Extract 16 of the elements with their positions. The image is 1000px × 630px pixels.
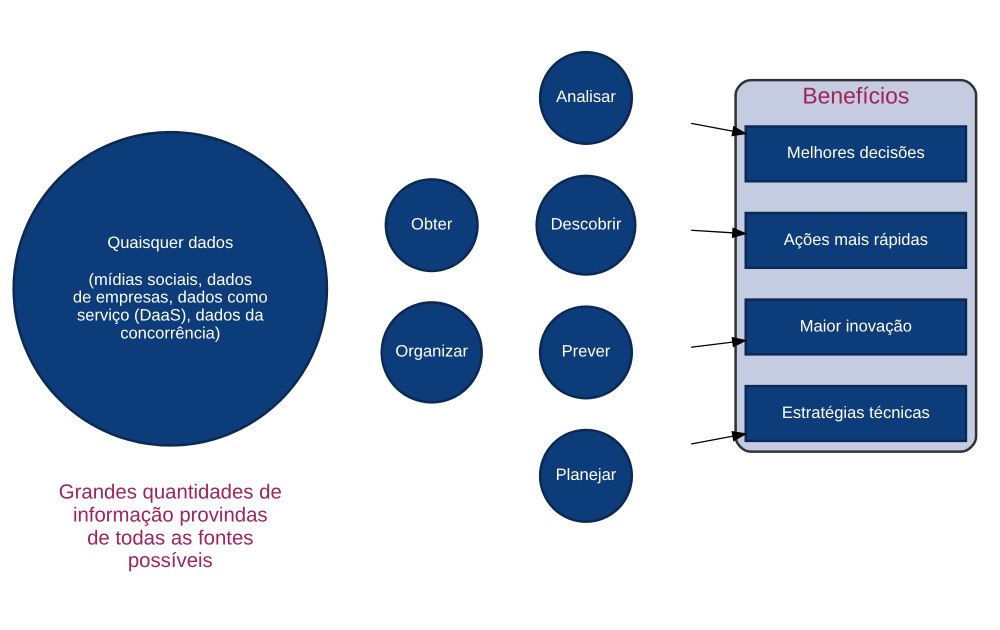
node-box: Maior inovação xyxy=(744,298,968,356)
arrow xyxy=(691,122,748,136)
node-circle: Planejar xyxy=(538,428,634,522)
node-box: Estratégias técnicas xyxy=(744,384,968,442)
node-circle: Obter xyxy=(384,178,479,272)
arrow xyxy=(691,430,748,444)
arrow xyxy=(691,226,748,238)
node-circle: Descobrir xyxy=(535,174,637,276)
node-box: Melhores decisões xyxy=(744,124,968,182)
arrow xyxy=(691,336,748,348)
node-label: Grandes quantidades de informação provindas de todas as fontes possíveis xyxy=(58,480,282,572)
node-circle: Organizar xyxy=(380,300,483,404)
node-circle: Quaisquer dados (mídias sociais, dados de empresas, dados como serviço (DaaS), dados da concorrência) xyxy=(12,130,328,446)
node-circle: Prever xyxy=(538,304,634,399)
node-circle: Analisar xyxy=(538,50,634,144)
node-box: Ações mais rápidas xyxy=(744,211,968,269)
